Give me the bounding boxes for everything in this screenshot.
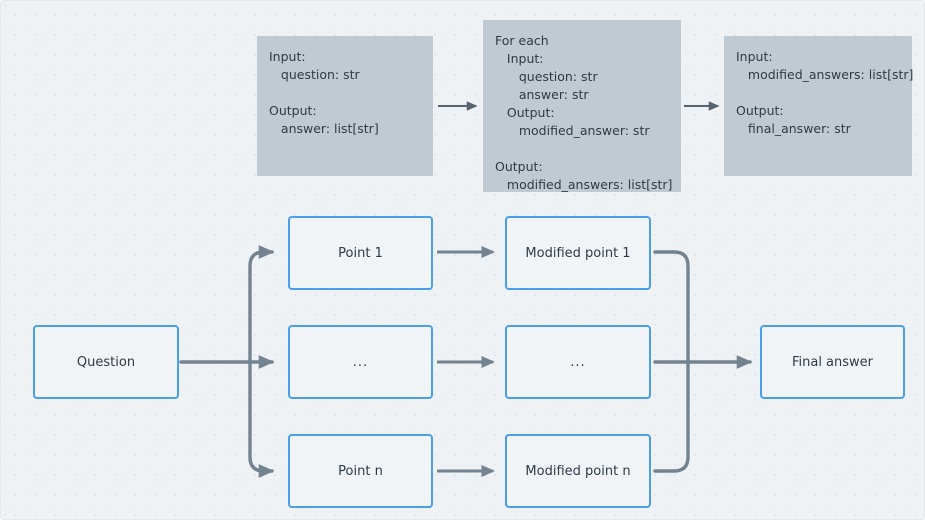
node-point-mid-label: ...	[352, 354, 369, 370]
node-modified-mid[interactable]: ...	[505, 325, 651, 399]
node-modified-point-n-label: Modified point n	[525, 463, 631, 479]
node-point-1-label: Point 1	[338, 245, 383, 261]
node-modified-mid-label: ...	[570, 354, 586, 370]
fanout-question-to-points	[179, 245, 275, 478]
node-final-answer[interactable]: Final answer	[760, 325, 905, 399]
node-point-n[interactable]: Point n	[288, 434, 433, 508]
annotation-aggregate: Input: modified_answers: list[str] Outpu…	[724, 36, 914, 176]
node-modified-point-n[interactable]: Modified point n	[505, 434, 651, 508]
annotation-generate-text: Input: question: str Output: answer: lis…	[269, 49, 379, 136]
node-point-mid[interactable]: ...	[288, 325, 433, 399]
node-modified-point-1[interactable]: Modified point 1	[505, 216, 651, 290]
fanin-modified-to-final	[653, 250, 753, 473]
annotation-aggregate-text: Input: modified_answers: list[str] Outpu…	[736, 49, 914, 136]
annotation-generate: Input: question: str Output: answer: lis…	[257, 36, 433, 176]
node-point-n-label: Point n	[338, 463, 383, 479]
node-point-1[interactable]: Point 1	[288, 216, 433, 290]
node-question[interactable]: Question	[33, 325, 179, 399]
node-final-answer-label: Final answer	[791, 354, 874, 370]
node-question-label: Question	[76, 354, 136, 370]
annotation-for-each: For each Input: question: str answer: st…	[483, 20, 681, 192]
node-modified-point-1-label: Modified point 1	[525, 245, 631, 261]
annotation-for-each-text: For each Input: question: str answer: st…	[495, 33, 673, 192]
